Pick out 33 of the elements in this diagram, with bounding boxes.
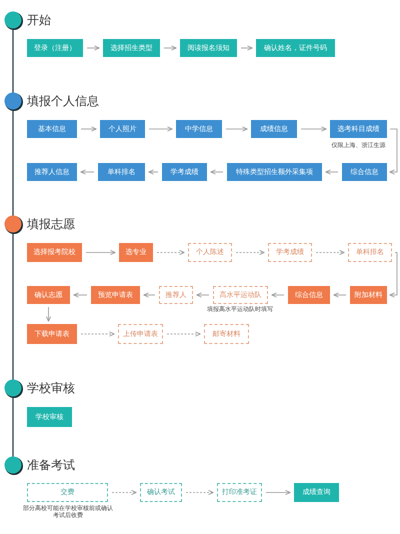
section-heading: 填报个人信息 (27, 93, 99, 110)
arrow (325, 170, 338, 174)
arrow (148, 170, 158, 174)
arrow (389, 252, 398, 298)
arrow (156, 250, 185, 255)
section-heading: 学校审核 (27, 380, 75, 397)
arrow (80, 170, 94, 174)
arrow (166, 332, 201, 336)
section-heading: 开始 (27, 12, 51, 29)
arrow (196, 292, 210, 298)
arrow (112, 490, 137, 495)
section-heading: 填报志愿 (27, 216, 75, 233)
arrow (333, 292, 346, 298)
arrow (46, 306, 51, 322)
arrow (300, 126, 327, 132)
arrow (86, 46, 100, 50)
arrow (271, 292, 284, 298)
arrow (236, 250, 265, 255)
arrow (143, 292, 156, 298)
arrow (226, 126, 248, 132)
arrow (80, 332, 115, 336)
arrow (240, 46, 253, 50)
arrow (148, 126, 173, 132)
arrow (73, 292, 88, 298)
arrow (389, 128, 398, 174)
arrow (186, 490, 214, 495)
arrow (210, 170, 224, 174)
section-heading: 准备考试 (27, 457, 75, 474)
arrow (266, 490, 291, 495)
arrow (316, 250, 345, 255)
arrow (164, 46, 177, 50)
arrow (80, 126, 97, 132)
arrow (86, 250, 116, 255)
